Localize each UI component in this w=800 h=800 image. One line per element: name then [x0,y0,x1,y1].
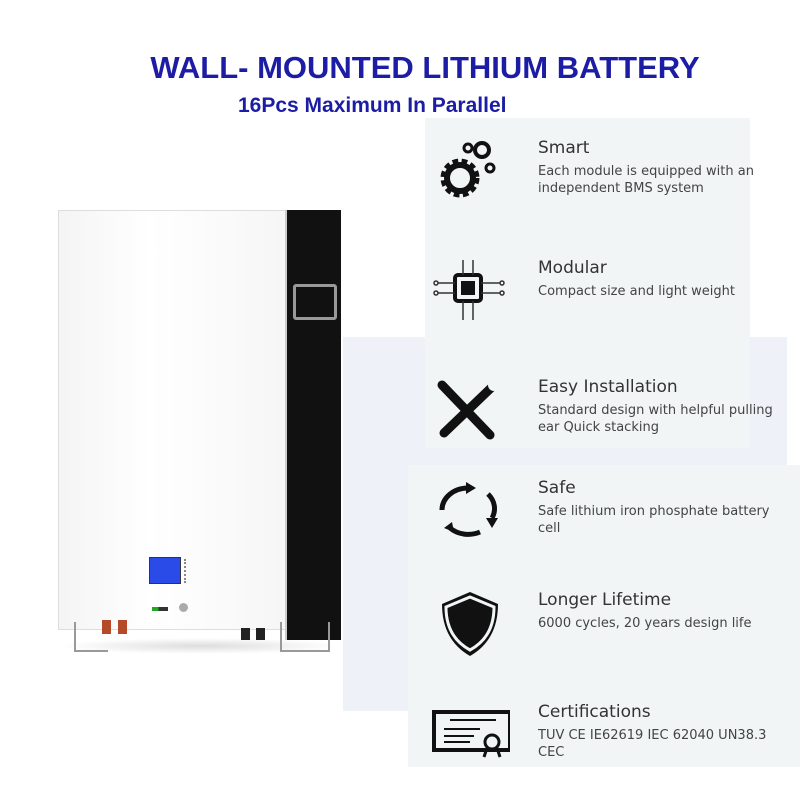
feature-safe: Safe Safe lithium iron phosphate battery… [430,478,790,558]
battery-side-panel [285,210,341,640]
feature-title: Smart [538,138,590,158]
terminal-negative [118,620,127,634]
feature-description: TUV CE IE62619 IEC 62040 UN38.3 CEC [538,728,767,760]
lcd-buttons [184,559,192,583]
shield-icon [442,592,498,656]
lcd-display [149,557,181,584]
feature-description: Standard design with helpful pulling ear… [538,403,773,435]
feature-smart: Smart Each module is equipped with an in… [430,138,790,218]
battery-shadow [58,638,343,654]
feature-description: Compact size and light weight [538,284,735,299]
comm-port [241,628,250,640]
recycle-arrows-icon [439,482,498,537]
status-leds [152,607,168,611]
chip-icon [433,260,505,320]
handle-icon [293,284,337,320]
feature-easy-installation: Easy Installation Standard design with h… [430,377,790,457]
feature-title: Safe [538,478,576,498]
page-title: WALL- MOUNTED LITHIUM BATTERY [150,50,700,85]
feature-description: Safe lithium iron phosphate battery cell [538,504,770,536]
power-switch [179,603,188,612]
feature-title: Modular [538,258,607,278]
feature-title: Longer Lifetime [538,590,672,610]
gears-icon [440,141,496,198]
bracket-leg [328,622,330,652]
bracket-leg [74,622,76,652]
battery-product-image [58,210,343,655]
feature-title: Easy Installation [538,377,678,397]
feature-longer-lifetime: Longer Lifetime 6000 cycles, 20 years de… [430,590,790,670]
bracket-leg [280,622,282,652]
battery-front-panel [58,210,286,630]
tools-icon [437,379,500,440]
page-subtitle: 16Pcs Maximum In Parallel [238,94,507,117]
bracket-foot [280,650,330,652]
comm-port [256,628,265,640]
feature-description: 6000 cycles, 20 years design life [538,616,752,631]
feature-modular: Modular Compact size and light weight [430,258,790,338]
bracket-foot [74,650,108,652]
certificate-icon [432,710,510,758]
feature-description: Each module is equipped with an independ… [538,164,754,196]
feature-title: Certifications [538,702,651,722]
feature-certifications: Certifications TUV CE IE62619 IEC 62040 … [430,702,790,782]
terminal-positive [102,620,111,634]
